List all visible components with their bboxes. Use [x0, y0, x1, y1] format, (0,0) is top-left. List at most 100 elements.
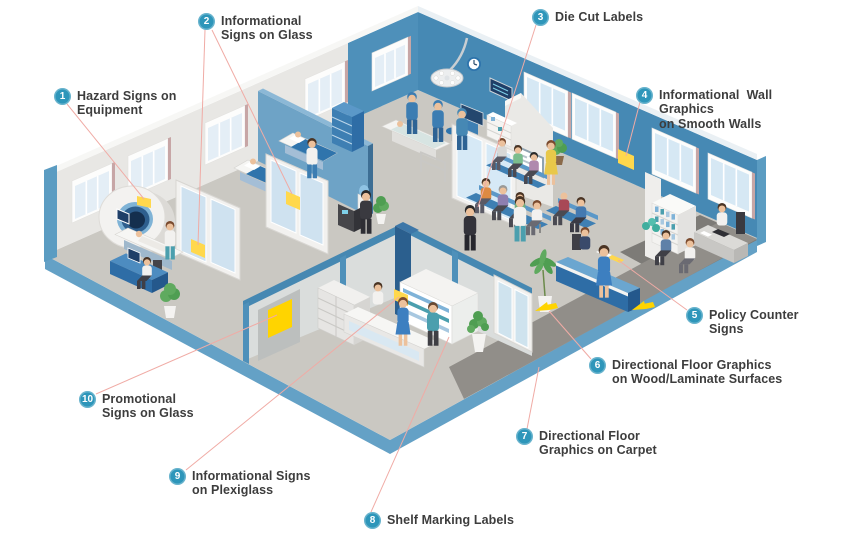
medicine-box: [671, 224, 675, 230]
window: [204, 103, 248, 166]
medicine-box: [671, 234, 675, 240]
person: [395, 297, 411, 346]
display-case: [349, 321, 419, 361]
patient: [295, 131, 301, 138]
medicine-box: [660, 209, 664, 215]
curtain-trim: [345, 59, 348, 104]
window: [707, 152, 755, 220]
ward-glass-door: [265, 153, 329, 255]
person: [492, 138, 507, 170]
east-wall-trim: [757, 156, 766, 246]
medicine-box: [666, 211, 670, 218]
mri-machine: [98, 185, 175, 253]
person: [456, 108, 468, 150]
curtain-trim: [616, 112, 619, 160]
operating-room: [381, 68, 517, 182]
curtain-trim: [245, 103, 248, 148]
leader-line-1: [66, 103, 145, 200]
patient: [135, 230, 143, 238]
person: [432, 100, 444, 142]
window: [127, 136, 171, 199]
coffee-machine: [338, 204, 362, 232]
leader-line-5: [617, 259, 688, 311]
office-chair: [572, 234, 581, 250]
office-desk: [694, 225, 748, 263]
leader-line-9: [185, 296, 400, 471]
radiology-desk: [110, 247, 168, 293]
person: [137, 257, 152, 289]
curtain-trim: [752, 172, 755, 220]
curtain-trim: [168, 136, 171, 181]
pharmacy-glass-door: [493, 274, 533, 353]
doctor-office: [642, 194, 748, 263]
person: [524, 152, 539, 184]
person: [513, 196, 527, 242]
person: [553, 190, 570, 226]
leader-line-7: [526, 366, 540, 430]
floor-arrow: [632, 301, 655, 310]
window: [571, 92, 619, 160]
medicine-box: [660, 229, 664, 235]
hazard-sign: [137, 196, 151, 208]
curtain-trim: [696, 147, 699, 195]
pharmacy: [243, 222, 533, 368]
leader-line-10: [95, 314, 278, 395]
person: [716, 203, 728, 226]
office-chair: [736, 212, 745, 234]
wall-graphic-sign: [618, 149, 634, 170]
mri-room: [98, 185, 184, 318]
medicine-box: [660, 219, 664, 225]
person: [570, 197, 587, 233]
potted-plant: [467, 311, 489, 352]
curtain-trim: [408, 35, 411, 76]
person: [595, 245, 613, 298]
informational-sign-glass: [286, 191, 300, 210]
person: [372, 282, 384, 305]
medicine-box: [655, 206, 659, 212]
surgical-light-arm: [449, 37, 469, 71]
leader-line-2b: [211, 29, 293, 195]
documents: [700, 231, 712, 237]
person: [508, 145, 523, 177]
medicine-box: [666, 221, 670, 228]
glass-pane: [299, 172, 324, 246]
person: [406, 92, 418, 134]
northeast-walls: [418, 6, 766, 246]
leader-line-2a: [197, 29, 206, 246]
patient: [397, 121, 403, 127]
person: [544, 140, 558, 185]
west-wall-trim: [44, 165, 57, 262]
medicine-box: [655, 216, 659, 222]
desktop-monitor: [127, 247, 141, 264]
window: [371, 35, 411, 92]
person: [427, 302, 440, 346]
medicine-box: [671, 214, 675, 220]
informational-sign-glass: [191, 239, 205, 258]
ward-dresser: [331, 102, 364, 152]
potted-plant: [373, 196, 389, 224]
supply-shelf: [486, 112, 517, 148]
window: [304, 59, 348, 122]
person: [655, 230, 672, 266]
pharmacy-counter: [343, 307, 438, 368]
person: [679, 237, 696, 274]
office-chair: [153, 260, 162, 275]
mri-screen: [116, 208, 130, 225]
leader-line-3: [477, 24, 537, 208]
people: [137, 92, 728, 346]
glass-pane: [210, 198, 236, 274]
leader-line-4: [625, 101, 641, 157]
patient: [250, 158, 256, 165]
curtain-trim: [568, 91, 571, 139]
promotional-sign-glass: [268, 299, 292, 338]
leader-line-6: [548, 310, 592, 360]
wall-cap: [45, 6, 418, 177]
floor-arrow: [535, 302, 558, 311]
leader-lines: [66, 24, 688, 513]
window: [651, 127, 699, 195]
person: [360, 190, 373, 234]
person: [164, 221, 176, 260]
person: [492, 185, 509, 221]
